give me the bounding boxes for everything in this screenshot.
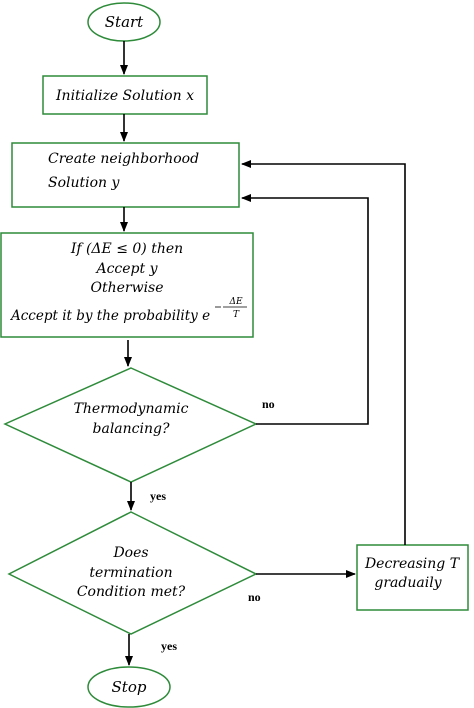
neighborhood-label-line2: Solution y xyxy=(48,175,121,191)
thermodynamic-label-line2: balancing? xyxy=(93,421,170,437)
accept-node xyxy=(0,232,254,338)
exponent-numerator: ΔE xyxy=(228,297,242,307)
termination-decision xyxy=(7,511,258,635)
decrease-label-line1: Decreasing T xyxy=(364,556,461,572)
accept-y-text: Accept y xyxy=(94,261,158,277)
edge-decrease-loop xyxy=(241,160,406,545)
decrease-label-line2: graduaily xyxy=(374,575,442,591)
neighborhood-label-line1: Create neighborhood xyxy=(48,151,199,167)
thermo-yes-label: yes xyxy=(150,489,166,503)
edge-thermo-no-loop xyxy=(241,194,369,425)
thermodynamic-label-line1: Thermodynamic xyxy=(74,401,189,417)
initialize-node xyxy=(42,75,208,115)
stop-node xyxy=(87,666,171,708)
termination-label-line1: Does xyxy=(112,545,148,561)
termination-label-line2: termination xyxy=(89,565,172,581)
termination-no-label: no xyxy=(248,590,261,604)
exponent-denominator: T xyxy=(233,310,240,320)
otherwise-text: Otherwise xyxy=(90,280,163,296)
neighborhood-node xyxy=(11,142,240,208)
start-label: Start xyxy=(105,13,144,31)
stop-label: Stop xyxy=(112,678,147,696)
initialize-label: Initialize Solution x xyxy=(55,88,194,104)
thermo-no-label: no xyxy=(262,397,275,411)
termination-yes-label: yes xyxy=(161,639,177,653)
termination-label-line3: Condition met? xyxy=(77,584,186,600)
decrease-node xyxy=(356,544,469,611)
probability-text: Accept it by the probability e xyxy=(9,308,210,324)
accept-condition-text: If (ΔE ≤ 0) then xyxy=(70,241,183,257)
